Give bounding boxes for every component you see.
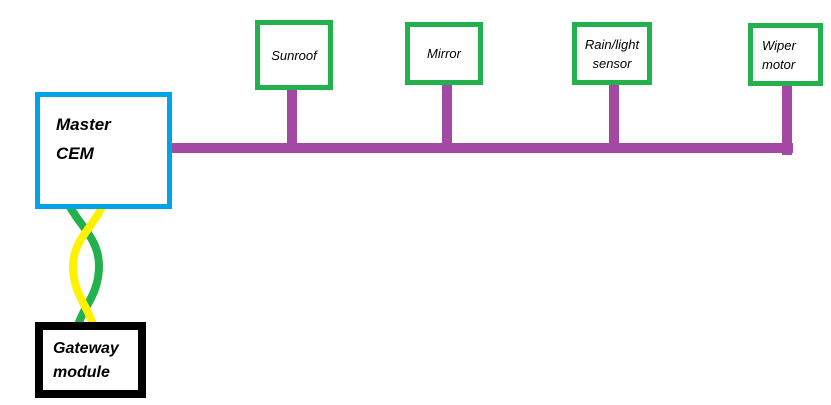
- node-wiper-motor: Wiper motor: [748, 23, 823, 86]
- sunroof-label: Sunroof: [271, 47, 317, 63]
- bus-line: [168, 143, 793, 153]
- twisted-pair-green-wire: [66, 203, 104, 329]
- bus-drop-rain-light-sensor: [609, 83, 619, 149]
- gateway-module-label: Gateway module: [53, 340, 119, 381]
- node-sunroof: Sunroof: [255, 20, 333, 90]
- node-mirror: Mirror: [405, 22, 483, 85]
- mirror-label: Mirror: [427, 46, 461, 61]
- bus-drop-mirror: [442, 83, 452, 149]
- node-gateway-module: Gateway module: [35, 322, 146, 398]
- wiper-motor-label: Wiper motor: [762, 37, 796, 72]
- twisted-pair-yellow-wire: [68, 205, 105, 329]
- bus-drop-wiper-motor: [782, 84, 792, 155]
- node-rain-light-sensor: Rain/light sensor: [572, 22, 652, 85]
- rain-light-sensor-label: Rain/light sensor: [584, 36, 640, 71]
- node-master-cem: Master CEM: [35, 92, 172, 209]
- master-cem-label: Master CEM: [56, 115, 111, 163]
- bus-drop-sunroof: [287, 87, 297, 149]
